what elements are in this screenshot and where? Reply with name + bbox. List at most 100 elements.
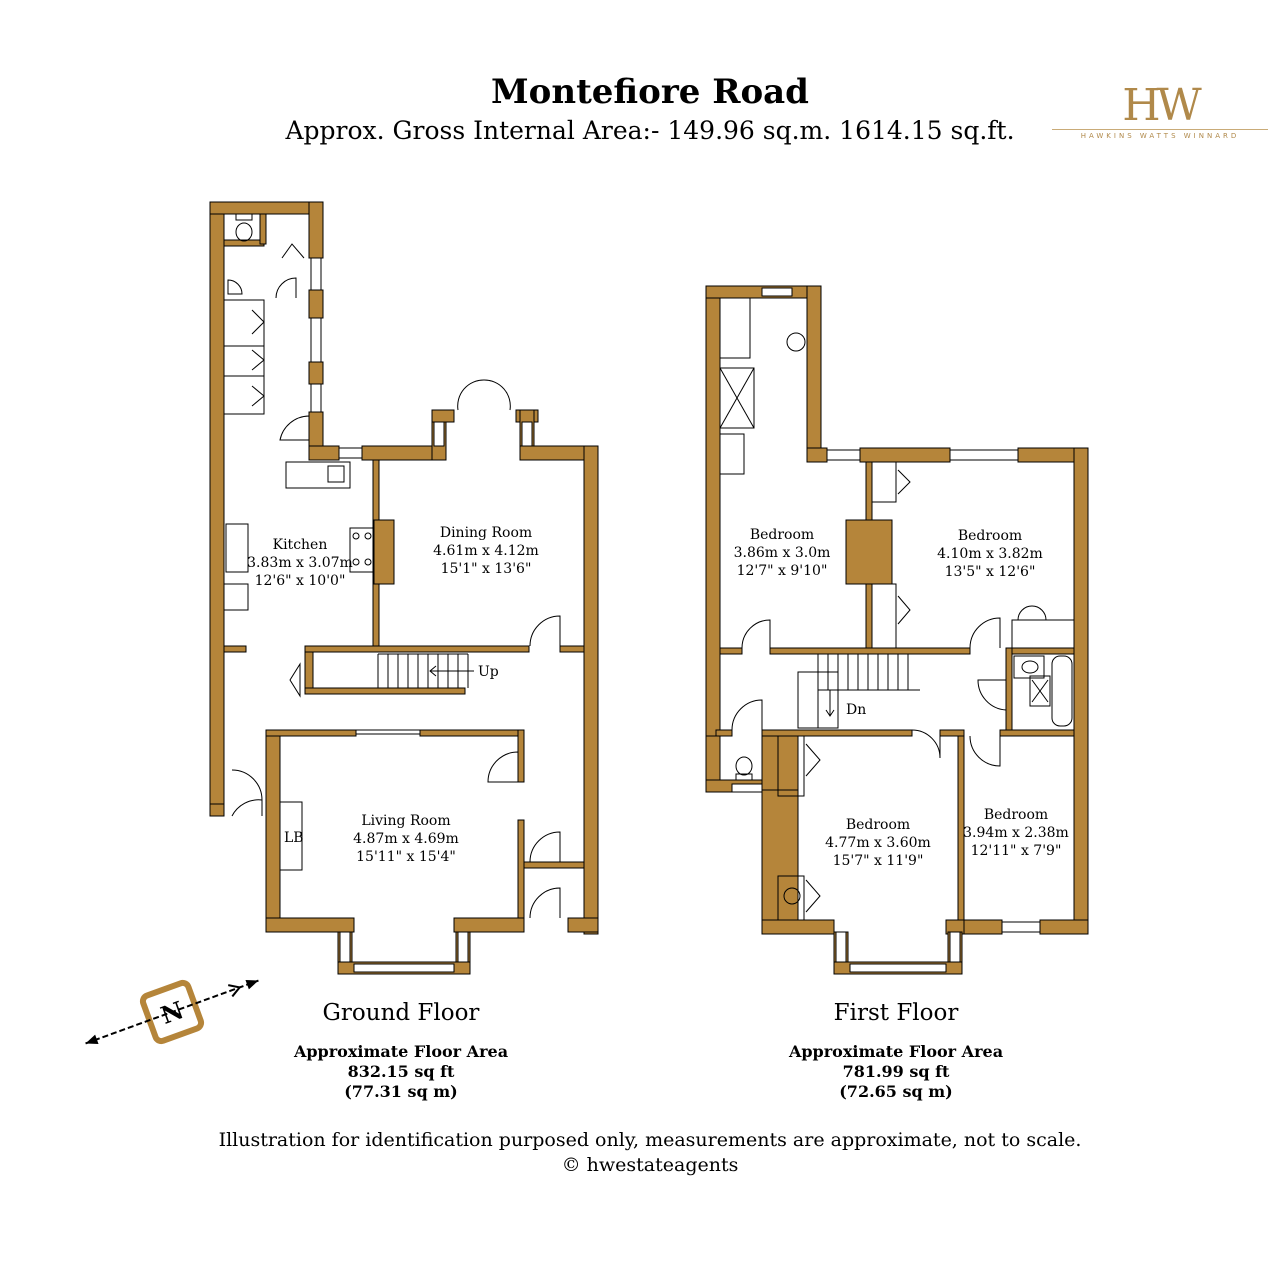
room-bedroom-2: Bedroom 4.10m x 3.82m 13'5" x 12'6" [910,527,1070,581]
gf-french-door-r [483,379,511,411]
gf-outrigger-right-wall-2 [308,289,324,319]
ff-bay-side-left [835,931,847,963]
gf-bay-side-right [457,931,469,963]
ff-shower-tray [1029,675,1051,707]
ff-basin [786,332,806,352]
gf-dining-bay-side-l [433,421,445,447]
gf-understairs-door [289,662,301,698]
gf-kitchen-sink-unit [285,461,351,489]
gf-hob-ring-2 [364,532,372,540]
ff-left-wall-1 [705,285,721,737]
ff-wc-door [731,699,763,731]
gf-living-top-wall-1 [265,729,357,737]
gf-side-door-arc [231,769,263,801]
gross-area-subtitle: Approx. Gross Internal Area:- 149.96 sq.… [285,116,1015,145]
ff-bed4-window [1001,921,1041,933]
gf-front-door [529,887,561,919]
ff-bed1-door [741,619,771,649]
room-imperial: 12'11" x 7'9" [970,843,1062,859]
room-imperial: 15'11" x 15'4" [356,849,456,865]
gf-living-right-wall-1 [517,729,525,783]
gf-window-3 [310,383,322,413]
gf-stairs [377,653,474,688]
gf-wc-door [275,277,297,299]
gf-hall-wall-left [223,645,247,653]
gf-outrigger-top-wall [209,201,324,215]
ff-bath-cupboard [719,297,751,359]
gf-cupboard-door [281,243,305,259]
gf-living-bottom-left [265,917,355,933]
gf-kitchen-top-wall-2 [361,445,443,461]
ff-wc-top [715,729,733,737]
gf-living-left-wall [265,729,281,933]
gf-log-burner-hearth [279,801,303,871]
ff-landing-wall-1 [719,647,743,655]
room-bedroom-1: Bedroom 3.86m x 3.0m 12'7" x 9'10" [702,526,862,580]
ff-bed3-top-2 [939,729,965,737]
room-kitchen: Kitchen 3.83m x 3.07m 12'6" x 10'0" [220,536,380,590]
gf-living-right-wall-2 [517,819,525,921]
ff-bed2-window [949,449,1019,461]
gf-cupboard-3-door [251,385,265,407]
room-name: Bedroom [957,528,1023,544]
room-imperial: 12'7" x 9'10" [736,563,828,579]
gf-hob-ring-3 [352,558,360,566]
gf-cupboard-3 [223,375,265,415]
ff-bed2-door [969,617,1001,649]
area-sqft: 781.99 sq ft [842,1062,950,1081]
first-floor-title: First Floor [833,1000,959,1026]
ff-bed3-basin [783,887,801,905]
room-name: Bedroom [749,527,815,543]
ff-bed3-wardrobe [777,875,805,921]
gf-hob-ring-1 [352,532,360,540]
room-living: Living Room 4.87m x 4.69m 15'11" x 15'4" [326,812,486,866]
disclaimer-text: Illustration for identification purposed… [218,1129,1082,1151]
gf-dining-bay-left-top [431,409,455,423]
room-metric: 4.77m x 3.60m [825,835,931,851]
gf-toilet-cistern [235,213,253,221]
compass-arrow-left [85,1034,99,1045]
gf-fridge [225,523,249,573]
ff-bed2-top-1 [859,447,951,463]
gf-hob-ring-4 [364,558,372,566]
area-sqm: (77.31 sq m) [344,1082,458,1101]
gf-porch-wall [523,861,585,869]
ff-bay-side-right [949,931,961,963]
room-metric: 3.94m x 2.38m [963,825,1069,841]
hw-logo: HW [1122,80,1202,131]
room-metric: 4.87m x 4.69m [353,831,459,847]
gf-left-bottom [209,803,225,817]
ff-outrigger-right [806,285,822,463]
room-imperial: 15'7" x 11'9" [832,853,924,869]
room-imperial: 13'5" x 12'6" [944,564,1036,580]
area-label: Approximate Floor Area [293,1042,509,1061]
gf-porch-bottom [567,917,599,933]
ff-toilet-cistern [735,773,753,781]
ff-bed4-bottom-right [1039,919,1089,935]
room-bedroom-4: Bedroom 3.94m x 2.38m 12'11" x 7'9" [936,806,1096,860]
ff-bed3-top [761,729,913,737]
room-imperial: 12'6" x 10'0" [254,573,346,589]
gf-outrigger-right-wall-1 [308,201,324,259]
ff-bath-door [977,679,1007,711]
gf-kitchen-window [338,447,363,459]
gf-cupboard-1-door [251,309,265,335]
gf-stair-side [304,651,314,693]
ff-bath-basin-unit [1013,655,1045,679]
ff-landing-wall-2 [769,647,971,655]
gf-hall-wall-right [559,645,585,653]
gf-sink [327,465,345,483]
gf-dining-door [529,615,561,647]
ff-bed2-cupboard [1011,619,1075,649]
gf-stair-bottom [304,687,466,695]
gf-living-bottom-right [453,917,525,933]
first-floor-area: Approximate Floor Area 781.99 sq ft (72.… [746,1042,1046,1102]
ff-wc-window [731,783,763,793]
log-burner-label: LB [284,830,304,846]
ff-bed2-cupboard-bottom [871,583,897,649]
gf-cupboard-2-door [251,349,265,371]
ff-bed3-cupboard [777,735,805,797]
ff-landing-cupboard [719,433,745,475]
ff-bed3-left-wall [761,789,799,935]
gf-corner-basin [227,279,243,295]
